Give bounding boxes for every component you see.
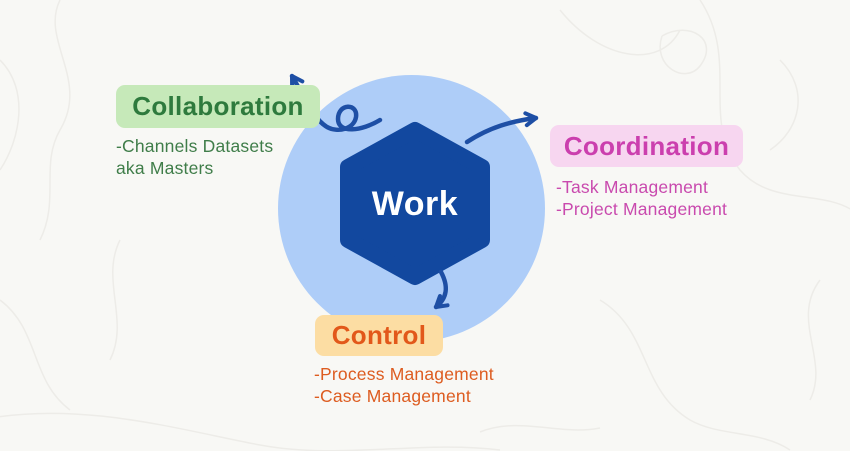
collaboration-items: -Channels Datasets aka Masters [116,135,273,179]
collaboration-item-2: aka Masters [116,158,214,178]
coordination-item-1: -Task Management [556,177,709,197]
arrow-to-coordination [464,111,539,145]
control-item-2: -Case Management [314,386,471,406]
coordination-item-2: -Project Management [556,199,728,219]
control-item-1: -Process Management [314,364,494,384]
coordination-items: -Task Management -Project Management [556,176,727,220]
control-items: -Process Management -Case Management [314,363,494,407]
collaboration-label: Collaboration [116,85,320,128]
work-hexagon [340,122,490,285]
coordination-label: Coordination [550,125,743,167]
control-label: Control [315,315,443,356]
arrow-to-control [433,269,450,310]
work-label: Work [371,184,459,223]
collaboration-item-1: -Channels Datasets [116,136,274,156]
